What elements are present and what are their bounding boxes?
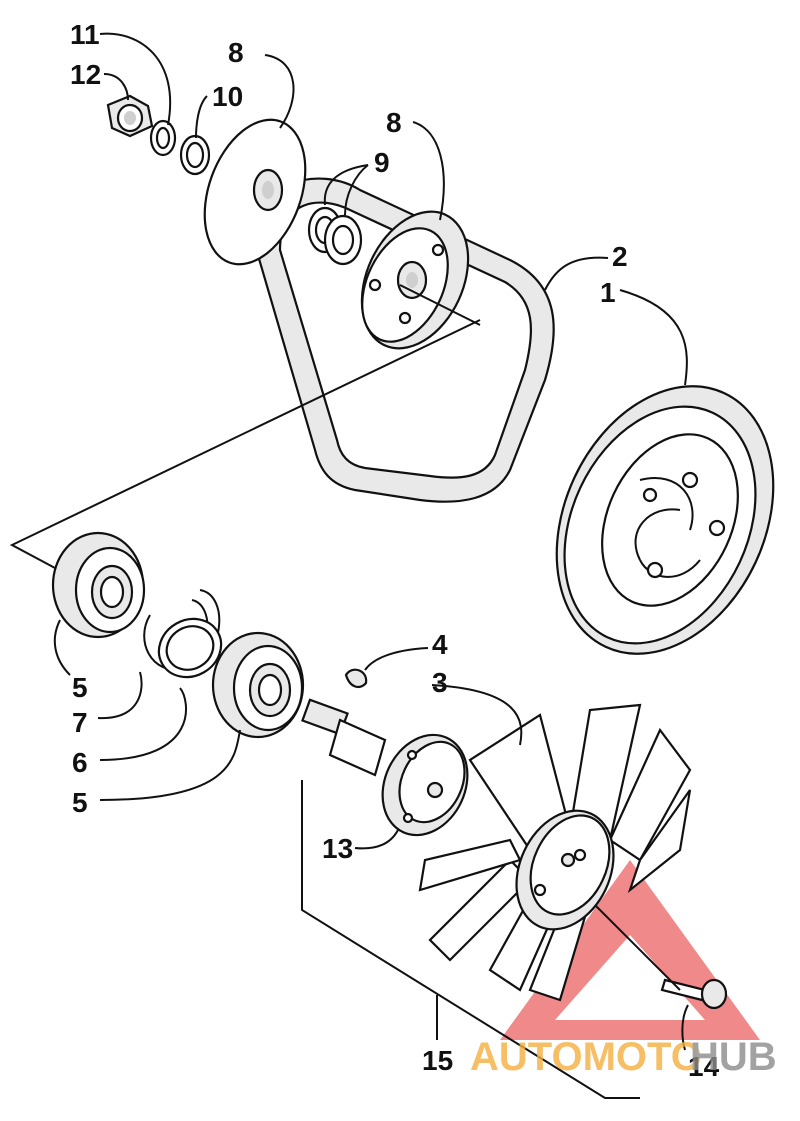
- spacer-washers: [307, 206, 363, 266]
- callout-15: 15: [422, 1045, 453, 1076]
- bearing-inner: [211, 631, 305, 739]
- fan-bolt: [660, 978, 728, 1010]
- pulley-half-rear: [203, 118, 307, 266]
- callout-8-front: 8: [386, 107, 402, 138]
- watermark-text-hub: HUB: [690, 1035, 777, 1079]
- callout-10: 10: [212, 81, 243, 112]
- flat-washer: [179, 134, 211, 176]
- callout-5-bottom: 5: [72, 787, 88, 818]
- watermark-text: AUTOMOTO HUB: [470, 1035, 777, 1079]
- callout-11: 11: [70, 19, 100, 50]
- watermark-text-automoto: AUTOMOTO: [470, 1035, 702, 1079]
- callout-12: 12: [70, 59, 101, 90]
- callout-4: 4: [432, 629, 448, 660]
- callout-3: 3: [432, 667, 448, 698]
- woodruff-key: [344, 668, 368, 689]
- fan-shaft: [301, 698, 469, 837]
- cooling-fan: [418, 703, 692, 1002]
- callout-8-rear: 8: [228, 37, 244, 68]
- bearing-outer: [51, 531, 146, 639]
- assembly-lines: [9, 284, 681, 1099]
- callout-14: 14: [688, 1051, 720, 1082]
- callout-7: 7: [72, 707, 88, 738]
- nut: [106, 94, 154, 138]
- callout-1: 1: [600, 277, 616, 308]
- leader-lines: [53, 32, 689, 1051]
- callout-labels: 11 12 10 8 8 9 2 1 4 3 5 7 6 5 13 15 14: [70, 19, 720, 1082]
- callout-5-top: 5: [72, 672, 88, 703]
- watermark-triangle-inner: [555, 935, 705, 1020]
- callout-2: 2: [612, 241, 628, 272]
- pulley-half-front: [360, 210, 470, 350]
- spacer-ring: [157, 617, 223, 679]
- callout-6: 6: [72, 747, 88, 778]
- callout-9: 9: [374, 147, 390, 178]
- drive-pulley: [555, 385, 775, 655]
- lock-washer: [149, 119, 177, 157]
- callout-13: 13: [322, 833, 353, 864]
